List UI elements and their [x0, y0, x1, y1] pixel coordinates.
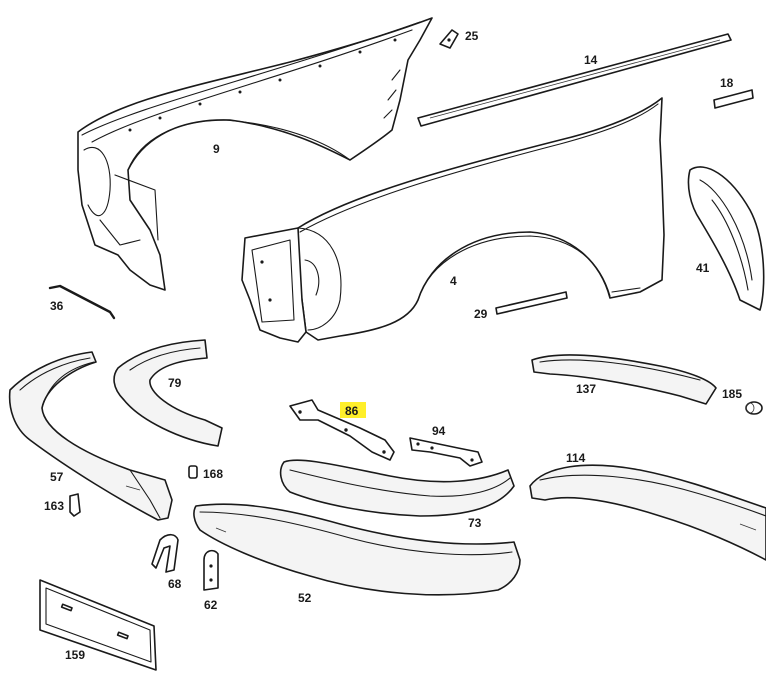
label-18[interactable]: 18 — [720, 76, 734, 90]
label-68[interactable]: 68 — [168, 577, 182, 591]
label-4[interactable]: 4 — [450, 274, 457, 288]
bumper-114-drawing — [529, 464, 766, 561]
clip-168-drawing — [188, 465, 198, 479]
label-163[interactable]: 163 — [44, 499, 64, 513]
plate-frame-159-drawing — [39, 579, 157, 671]
bracket-68-drawing — [151, 533, 179, 573]
label-57[interactable]: 57 — [50, 470, 64, 484]
strip-29-drawing — [495, 291, 568, 315]
bumper-79-drawing — [113, 339, 223, 447]
rubber-163-drawing — [69, 493, 81, 517]
label-25[interactable]: 25 — [465, 29, 479, 43]
bumper-137-drawing — [531, 354, 717, 405]
fender-4-drawing — [241, 97, 665, 343]
label-86[interactable]: 86 — [345, 404, 359, 418]
bumper-73-drawing — [279, 459, 515, 517]
label-14[interactable]: 14 — [584, 53, 598, 67]
label-137[interactable]: 137 — [576, 382, 596, 396]
label-79[interactable]: 79 — [168, 376, 182, 390]
part-labels: 9 25 14 18 4 41 36 29 57 79 86 94 137 18… — [44, 29, 742, 662]
label-36[interactable]: 36 — [50, 299, 64, 313]
bumper-57-drawing — [8, 351, 173, 521]
highlight-marker — [340, 402, 366, 418]
arch-41-drawing — [687, 166, 765, 311]
strip-14-drawing — [417, 33, 732, 127]
bracket-94-drawing — [409, 437, 483, 467]
label-29[interactable]: 29 — [474, 307, 488, 321]
label-62[interactable]: 62 — [204, 598, 218, 612]
label-52[interactable]: 52 — [298, 591, 312, 605]
seal-18-drawing — [713, 89, 754, 109]
label-185[interactable]: 185 — [722, 387, 742, 401]
trim-25-drawing — [439, 29, 459, 49]
cap-185-drawing — [745, 401, 763, 415]
label-159[interactable]: 159 — [65, 648, 85, 662]
rod-36-drawing — [48, 284, 116, 320]
bumper-52-drawing — [193, 503, 521, 596]
label-73[interactable]: 73 — [468, 516, 482, 530]
plate-62-drawing — [203, 549, 219, 591]
label-94[interactable]: 94 — [432, 424, 446, 438]
fender-9-drawing — [77, 17, 433, 291]
label-114[interactable]: 114 — [566, 451, 586, 465]
label-9[interactable]: 9 — [213, 142, 220, 156]
label-168[interactable]: 168 — [203, 467, 223, 481]
bracket-86-drawing — [289, 399, 395, 461]
label-41[interactable]: 41 — [696, 261, 710, 275]
